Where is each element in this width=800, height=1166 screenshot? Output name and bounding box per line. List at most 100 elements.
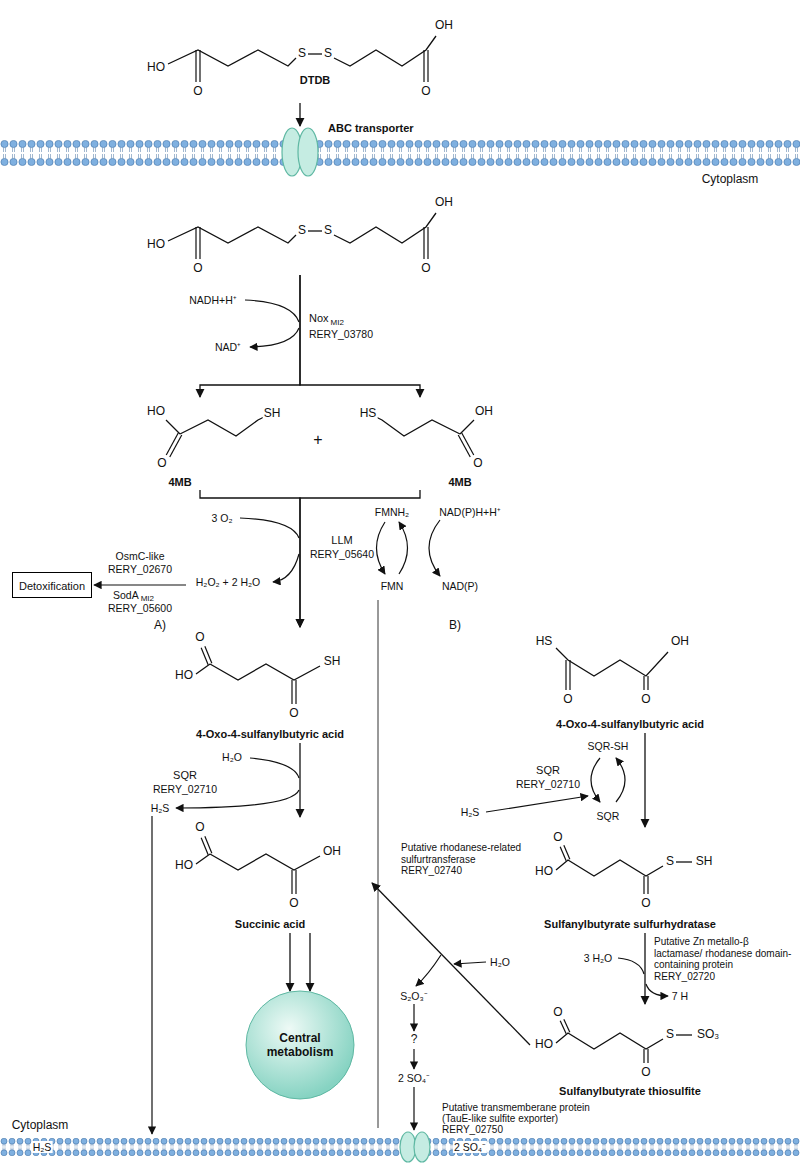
double-bond	[569, 660, 570, 690]
export-label: H₂S	[32, 1141, 53, 1153]
metabolism-circle: Central metabolism	[245, 990, 355, 1100]
bond-line	[334, 36, 436, 66]
double-bond	[647, 1049, 648, 1063]
atom-label: OH	[434, 19, 454, 32]
atom-label: O	[472, 457, 483, 470]
double-bond	[647, 676, 648, 690]
transporter-name: Putative transmemberane protein (TauE-li…	[442, 1102, 607, 1124]
gene-id: RERY_02670	[107, 563, 173, 575]
double-bond	[295, 870, 296, 894]
bond-line	[180, 417, 264, 436]
compound-structure: OHOOSH4-Oxo-4-sulfanylbutyric acid	[170, 628, 370, 743]
gene-id: RERY_02710	[515, 778, 581, 790]
reaction-arrow	[300, 490, 420, 627]
pathway-arrow	[413, 1004, 414, 1031]
cell-membrane	[0, 140, 800, 166]
atom-label: OH	[670, 635, 690, 648]
reaction-arrow	[299, 743, 300, 817]
unknown-step: ?	[410, 1033, 419, 1047]
cofactor-label: H₂O	[489, 956, 511, 968]
double-bond	[427, 227, 428, 259]
atom-label: OH	[322, 845, 342, 858]
gene-id: RERY_02750	[442, 1124, 607, 1135]
bond-line	[210, 664, 320, 680]
h2s-arrow	[486, 796, 588, 812]
transporter-name: ABC transporter	[328, 122, 438, 134]
atom-label: S	[665, 1028, 675, 1041]
cofactor-arc	[245, 300, 299, 322]
enzyme-label: Nox	[308, 312, 330, 325]
transporter-subunit	[298, 128, 318, 176]
double-bond	[291, 870, 292, 894]
bond-line	[676, 861, 692, 862]
gene-id: RERY_02720	[653, 971, 716, 983]
atom-label: OH	[434, 196, 454, 209]
structure-bonds	[170, 628, 370, 743]
atom-label: SH	[263, 407, 282, 420]
cofactor-label: H₂O	[221, 751, 243, 763]
bond-line	[556, 1033, 663, 1049]
double-bond	[195, 227, 196, 259]
pathway-arrow	[413, 1087, 414, 1130]
atom-label: HO	[174, 859, 194, 872]
bond-line	[196, 854, 210, 864]
atom-label: O	[562, 693, 573, 706]
enzyme-label: SQR	[172, 769, 198, 782]
metabolism-circle-fill	[246, 991, 354, 1099]
double-bond	[199, 50, 200, 82]
atom-label: HO	[534, 1038, 554, 1051]
atom-label: SH	[323, 655, 342, 668]
compound-structure: OHOOSSO₃Sulfanylbutyrate thiosulfite	[530, 1005, 730, 1100]
atom-label: S	[323, 47, 333, 60]
compound-structure: HSOOH4MB	[355, 398, 500, 490]
bond-line	[166, 420, 180, 434]
compound-name: 4-Oxo-4-sulfanylbutyric acid	[555, 718, 705, 730]
abc-transporter: ABC transporter	[280, 122, 440, 178]
double-bond	[291, 680, 292, 704]
double-bond	[560, 847, 566, 861]
cofactor-label: FMN	[380, 580, 405, 592]
branch-arrow	[416, 955, 441, 986]
product-label: H₂O₂ + 2 H₂O	[195, 576, 261, 588]
cofactor-arc	[250, 758, 299, 778]
enzyme-label: SodA	[112, 589, 140, 601]
reaction-arrow	[200, 490, 300, 627]
bond-line	[376, 417, 460, 436]
atom-label: HS	[535, 635, 554, 648]
compound-name: 4MB	[167, 476, 192, 488]
double-bond	[565, 660, 566, 690]
compound-name: 4-Oxo-4-sulfanylbutyric acid	[195, 728, 345, 740]
atom-label: O	[288, 707, 299, 720]
enzyme-state: SQR	[596, 810, 621, 822]
cofactor-label: NADH+H⁺	[188, 294, 237, 306]
atom-label: HO	[534, 865, 554, 878]
atom-label: O	[194, 821, 205, 834]
compound-structure: OHOOSSHSulfanylbutyrate sulfurhydratase	[530, 828, 730, 933]
transporter-subunit	[414, 1132, 430, 1162]
enzyme-label: LLM	[330, 534, 353, 547]
cofactor-arc	[618, 958, 644, 974]
sqr-cycle	[591, 758, 600, 802]
compound-name: DTDB	[299, 74, 332, 86]
atom-label: HO	[146, 238, 166, 251]
compartment-label: Cytoplasm	[11, 1119, 70, 1133]
reaction-arrow	[300, 275, 420, 397]
enzyme-label: Putative rhodanese-related sulfurtransfe…	[400, 842, 527, 865]
double-bond	[201, 648, 208, 665]
bond-line	[308, 230, 322, 231]
gene-id: RERY_02740	[400, 865, 463, 877]
cofactor-arc	[240, 518, 299, 538]
bond-line	[556, 860, 663, 876]
atom-label: HS	[359, 407, 378, 420]
bond-line	[168, 227, 296, 243]
bond-line	[168, 50, 296, 66]
double-bond	[643, 876, 644, 894]
h2s-export-line	[151, 816, 152, 1134]
fmn-cycle	[377, 522, 386, 574]
atom-label: O	[552, 831, 563, 844]
compound-structure: OHOOOHSuccinic acid	[170, 818, 370, 933]
cofactor-label: FMNH₂	[374, 506, 410, 518]
bond-line	[308, 53, 322, 54]
double-bond	[462, 433, 474, 455]
compound-structure: HOOSH4MB	[140, 398, 285, 490]
